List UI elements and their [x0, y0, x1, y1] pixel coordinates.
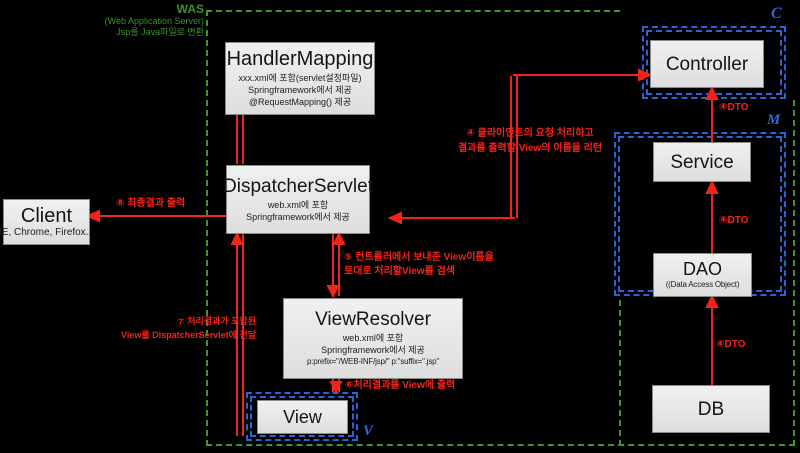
mvc-letter-m: M — [767, 112, 781, 128]
arrow-handlermapping-channel — [236, 114, 244, 164]
flow-label-dto-controller: ④DTO — [719, 102, 749, 113]
view-title: View — [283, 406, 322, 427]
view-resolver-note-3: p:prefix="/WEB-INF/jsp/" p:"suffix=".jsp… — [306, 357, 440, 366]
dao-subtitle: ((Data Access Object) — [665, 279, 740, 289]
node-dispatcher-servlet: DispatcherServlet web.xml에 포함 Springfram… — [223, 165, 373, 234]
mvc-letter-v: V — [363, 423, 374, 439]
dispatcher-servlet-title: DispatcherServlet — [223, 176, 373, 197]
node-view-resolver: ViewResolver web.xml에 포함 Springframework… — [283, 298, 463, 379]
was-boundary-top — [206, 10, 620, 12]
was-boundary-bottom — [206, 444, 795, 446]
view-resolver-note-2: Springframework에서 제공 — [321, 345, 425, 355]
flow-label-dto-service: ④DTO — [719, 215, 749, 226]
was-note-line: Jsp를 Java파일로 변환 — [116, 27, 204, 37]
view-resolver-title: ViewResolver — [315, 309, 431, 330]
arrow-view-render — [329, 378, 343, 395]
db-title: DB — [697, 398, 725, 420]
flow-label-step5-line2: 토대로 처리할View를 검색 — [344, 266, 455, 277]
view-resolver-note-1: web.xml에 포함 — [342, 333, 404, 343]
flow-label-step4: ④ 클라이언트의 요청 처리하고 결과를 출력할 View의 이름을 리턴 — [436, 126, 624, 156]
flow-label-step7: ⑦ 처리결과가 포함된 View를 DispatcherServlet에 전달 — [112, 314, 256, 342]
flow-label-dto-dao: ④DTO — [716, 339, 746, 350]
flow-label-step4-line2: 결과를 출력할 View의 이름을 리턴 — [457, 143, 603, 154]
was-boundary-left — [206, 10, 208, 446]
was-boundary-right — [793, 100, 795, 446]
flow-label-step4-line1: ④ 클라이언트의 요청 처리하고 — [466, 128, 594, 139]
flow-label-step5-line1: ⑤ 컨트롤러에서 보내준 View이름을 — [344, 252, 494, 263]
node-db: DB — [652, 385, 770, 433]
was-title: WAS — [176, 2, 204, 16]
client-subtitle: IE, Chrome, Firefox... — [0, 226, 95, 238]
node-view: View — [257, 400, 348, 434]
service-title: Service — [670, 151, 734, 173]
node-client: Client IE, Chrome, Firefox... — [0, 199, 94, 245]
was-boundary-divider — [619, 300, 621, 446]
dispatcher-servlet-note-1: web.xml에 포함 — [267, 200, 329, 210]
dispatcher-servlet-note-2: Springframework에서 제공 — [246, 212, 350, 222]
arrow-viewresolver-channel — [326, 231, 346, 299]
flow-label-step7-line2: View를 DispatcherServlet에 전달 — [120, 330, 256, 340]
dao-title: DAO — [682, 258, 722, 279]
was-subtitle: (Web Application Server) — [104, 16, 204, 26]
view-frame — [246, 392, 358, 441]
node-controller: Controller — [650, 40, 764, 88]
node-service: Service — [653, 142, 751, 182]
mvc-letter-c: C — [771, 5, 782, 22]
controller-title: Controller — [665, 53, 749, 75]
node-dao: DAO ((Data Access Object) — [653, 253, 752, 297]
flow-label-step8: ⑧ 최종결과 출력 — [116, 198, 186, 209]
handler-mapping-note-2: Springframework에서 제공 — [248, 85, 352, 95]
handler-mapping-note-1: xxx.xml에 포함(servlet설정파일) — [238, 73, 362, 83]
handler-mapping-title: HandlerMapping — [226, 48, 374, 70]
node-handler-mapping: HandlerMapping xxx.xml에 포함(servlet설정파일) … — [225, 42, 375, 115]
was-annotation: WAS (Web Application Server) Jsp를 Java파일… — [40, 3, 204, 38]
handler-mapping-note-3: @RequestMapping() 제공 — [248, 97, 352, 107]
flow-label-step6: ⑥처리결과를 View에 출력 — [345, 380, 456, 391]
flow-label-step7-line1: ⑦ 처리결과가 포함된 — [177, 316, 256, 326]
client-title: Client — [20, 204, 73, 227]
flow-label-step5: ⑤ 컨트롤러에서 보내준 View이름을 토대로 처리할View를 검색 — [344, 251, 494, 279]
